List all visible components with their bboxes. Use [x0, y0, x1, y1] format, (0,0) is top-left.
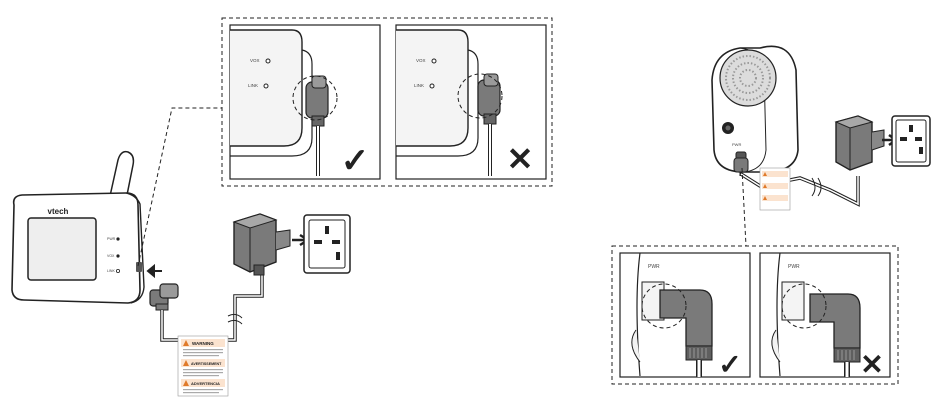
- monitor-cable-outline: [160, 272, 264, 342]
- power-adapter-left: [232, 213, 291, 276]
- camera-cable: [740, 173, 859, 206]
- link-led-icon: [116, 268, 121, 273]
- advertencia-label: ADVERTENCIA: [191, 381, 220, 386]
- camera-speaker-grille: [719, 49, 777, 107]
- baby-unit-camera: PWR: [711, 45, 799, 173]
- pwr-led-icon: [116, 237, 120, 241]
- monitor-dc-plug: [149, 283, 179, 311]
- monitor-cable: [161, 272, 263, 341]
- monitor-side-edge: [125, 192, 145, 304]
- insert-arrow-icon: [146, 263, 162, 279]
- avertissement-label: AVERTISSEMENT: [191, 362, 222, 366]
- inset-camera-frame: [611, 245, 899, 385]
- inset-vox-label: VOX: [250, 58, 260, 63]
- monitor-antenna: [109, 150, 135, 201]
- wall-socket-left: [303, 214, 351, 274]
- wrong-cross-icon-camera: ✕: [860, 349, 883, 380]
- inset-camera-wrong-panel: PWR ✕: [759, 252, 891, 380]
- monitor-screen: [27, 217, 97, 281]
- monitor-indicator-pwr: PWR: [107, 237, 116, 241]
- wrong-cross-icon: ✕: [507, 141, 534, 177]
- warning-label: WARNING: [192, 341, 214, 346]
- power-adapter-right: [834, 115, 885, 171]
- monitor-indicator-link: LINK: [107, 269, 115, 273]
- monitor-leader-line: [137, 107, 222, 267]
- correct-check-icon: ✓: [341, 142, 370, 180]
- camera-dc-plug: [733, 157, 749, 176]
- inset-camera-connection: PWR ✓ PWR ✕: [611, 245, 899, 385]
- inset-pwr-label: PWR: [648, 264, 660, 270]
- inset-link-label: LINK: [248, 83, 258, 88]
- monitor-brand-logo: vtech: [48, 207, 69, 216]
- camera-pwr-label: PWR: [732, 142, 741, 147]
- inset-monitor-wrong-panel: VOX LINK ✕: [395, 24, 547, 180]
- inset-monitor-correct-panel: VOX LINK ✓: [229, 24, 381, 180]
- inset-pwr-label-2: PWR: [788, 264, 800, 270]
- warning-tag-right: [759, 167, 791, 211]
- monitor-indicators: PWR VOX LINK: [107, 237, 121, 273]
- inset-link-label-2: LINK: [414, 83, 424, 88]
- inset-camera-correct-panel: PWR ✓: [619, 252, 751, 380]
- correct-check-icon-camera: ✓: [718, 349, 741, 380]
- monitor-dc-socket: [136, 262, 142, 272]
- vox-led-icon: [116, 254, 120, 258]
- parent-unit-monitor: vtech PWR VOX LINK: [11, 150, 145, 304]
- wall-socket-right: [891, 115, 931, 167]
- warning-tag-left: WARNING AVERTISSEMENT ADVERTENCIA: [177, 335, 229, 397]
- inset-monitor-connection: VOX LINK ✓ VOX LINK ✕: [221, 17, 553, 187]
- camera-leader-line: [741, 167, 747, 247]
- cable-break-icon: [227, 313, 243, 325]
- monitor-indicator-vox: VOX: [107, 254, 115, 258]
- inset-vox-label-2: VOX: [416, 58, 426, 63]
- inset-monitor-frame: [221, 17, 553, 187]
- camera-cable-break-icon: [811, 177, 822, 197]
